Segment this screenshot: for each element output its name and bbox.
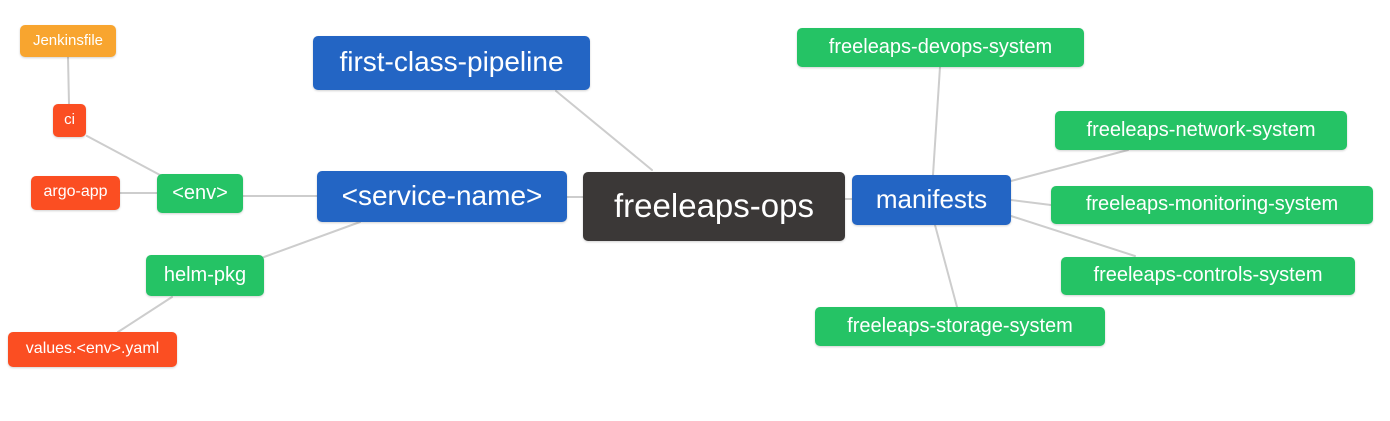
node-label-values-env-yaml: values.<env>.yaml	[25, 339, 160, 357]
node-label-freeleaps-storage-system: freeleaps-storage-system	[847, 314, 1073, 337]
mindmap-node-ci[interactable]: ci	[53, 104, 86, 137]
node-label-helm-pkg: helm-pkg	[163, 263, 247, 286]
mindmap-node-freeleaps-controls-system[interactable]: freeleaps-controls-system	[1061, 257, 1355, 295]
mindmap-node-freeleaps-network-system[interactable]: freeleaps-network-system	[1055, 111, 1347, 150]
mindmap-node-helm-pkg[interactable]: helm-pkg	[146, 255, 264, 296]
mindmap-node-freeleaps-storage-system[interactable]: freeleaps-storage-system	[815, 307, 1105, 346]
mindmap-node-freeleaps-ops[interactable]: freeleaps-ops	[583, 172, 845, 241]
mindmap-node-jenkinsfile[interactable]: Jenkinsfile	[20, 25, 116, 57]
edge-manifests-to-freeleaps-network-system	[1010, 149, 1129, 182]
mindmap-node-service-name[interactable]: <service-name>	[317, 171, 567, 222]
edge-helm-pkg-to-service-name	[263, 221, 361, 258]
node-label-freeleaps-monitoring-system: freeleaps-monitoring-system	[1085, 193, 1339, 215]
node-label-ci: ci	[64, 111, 75, 128]
edge-manifests-to-freeleaps-devops-system	[932, 66, 941, 176]
edge-manifests-to-freeleaps-monitoring-system	[1010, 199, 1052, 206]
mindmap-node-argo-app[interactable]: argo-app	[31, 176, 120, 210]
node-label-first-class-pipeline: first-class-pipeline	[339, 46, 564, 77]
node-label-freeleaps-network-system: freeleaps-network-system	[1086, 118, 1316, 141]
edge-values-env-yaml-to-helm-pkg	[117, 296, 173, 333]
mindmap-node-manifests[interactable]: manifests	[852, 175, 1011, 225]
mindmap-node-values-env-yaml[interactable]: values.<env>.yaml	[8, 332, 177, 367]
node-label-env: <env>	[172, 181, 228, 204]
node-label-freeleaps-controls-system: freeleaps-controls-system	[1093, 264, 1323, 286]
mindmap-node-freeleaps-monitoring-system[interactable]: freeleaps-monitoring-system	[1051, 186, 1373, 224]
node-label-freeleaps-devops-system: freeleaps-devops-system	[828, 35, 1053, 58]
mindmap-node-first-class-pipeline[interactable]: first-class-pipeline	[313, 36, 590, 90]
node-label-argo-app: argo-app	[43, 183, 108, 200]
mindmap-node-env[interactable]: <env>	[157, 174, 243, 213]
edge-first-class-pipeline-to-freeleaps-ops	[555, 90, 653, 171]
node-label-service-name: <service-name>	[341, 179, 543, 211]
mindmap-node-freeleaps-devops-system[interactable]: freeleaps-devops-system	[797, 28, 1084, 67]
node-label-freeleaps-ops: freeleaps-ops	[614, 187, 814, 224]
node-label-manifests: manifests	[875, 184, 988, 214]
node-label-jenkinsfile: Jenkinsfile	[32, 31, 104, 49]
edge-manifests-to-freeleaps-storage-system	[934, 224, 958, 308]
edge-ci-to-env	[86, 135, 161, 176]
edge-jenkinsfile-to-ci	[67, 56, 70, 105]
